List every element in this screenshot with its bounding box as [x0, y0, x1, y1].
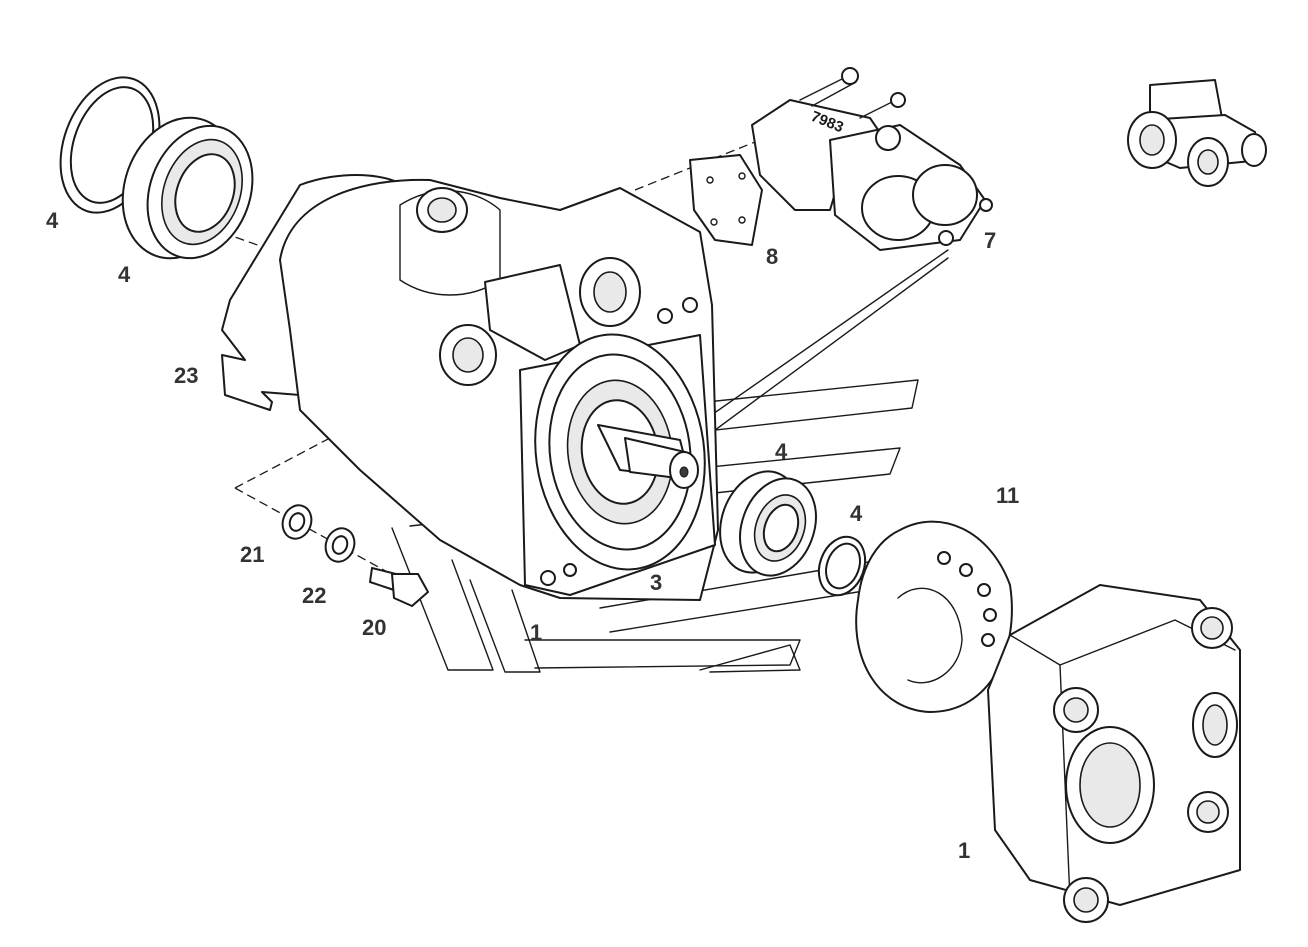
callout-valve-gasket: 8: [766, 244, 779, 269]
control-valve: 7983: [751, 67, 993, 251]
valve-plate: [855, 520, 1013, 713]
valve-gasket: [689, 154, 763, 246]
callout-pump-body: 1: [530, 620, 543, 645]
callout-shaft: 3: [650, 570, 663, 595]
roller-bearing-right: [719, 470, 817, 577]
callout-seal-right: 4: [850, 501, 863, 526]
callout-gasket: 23: [174, 363, 199, 388]
tractor-icon: [1127, 79, 1267, 187]
callout-washer-a: 21: [240, 542, 265, 567]
drive-shaft: [597, 424, 699, 489]
callout-bearing-right: 4: [775, 439, 788, 464]
callout-bearing-left: 4: [118, 262, 131, 287]
seal-ring-right: [817, 535, 867, 597]
callout-bolt: 20: [362, 615, 387, 640]
callout-control-valve: 7: [984, 228, 997, 253]
callout-valve-plate: 11: [996, 483, 1020, 508]
callout-washer-b: 22: [302, 583, 327, 608]
roller-bearing-left: [121, 116, 254, 260]
hex-bolt: [369, 567, 429, 607]
rear-cover-housing: [987, 584, 1241, 923]
washers: [281, 504, 356, 563]
callout-seal-left: 4: [46, 208, 59, 233]
callout-rear-cover: 1: [958, 838, 971, 863]
